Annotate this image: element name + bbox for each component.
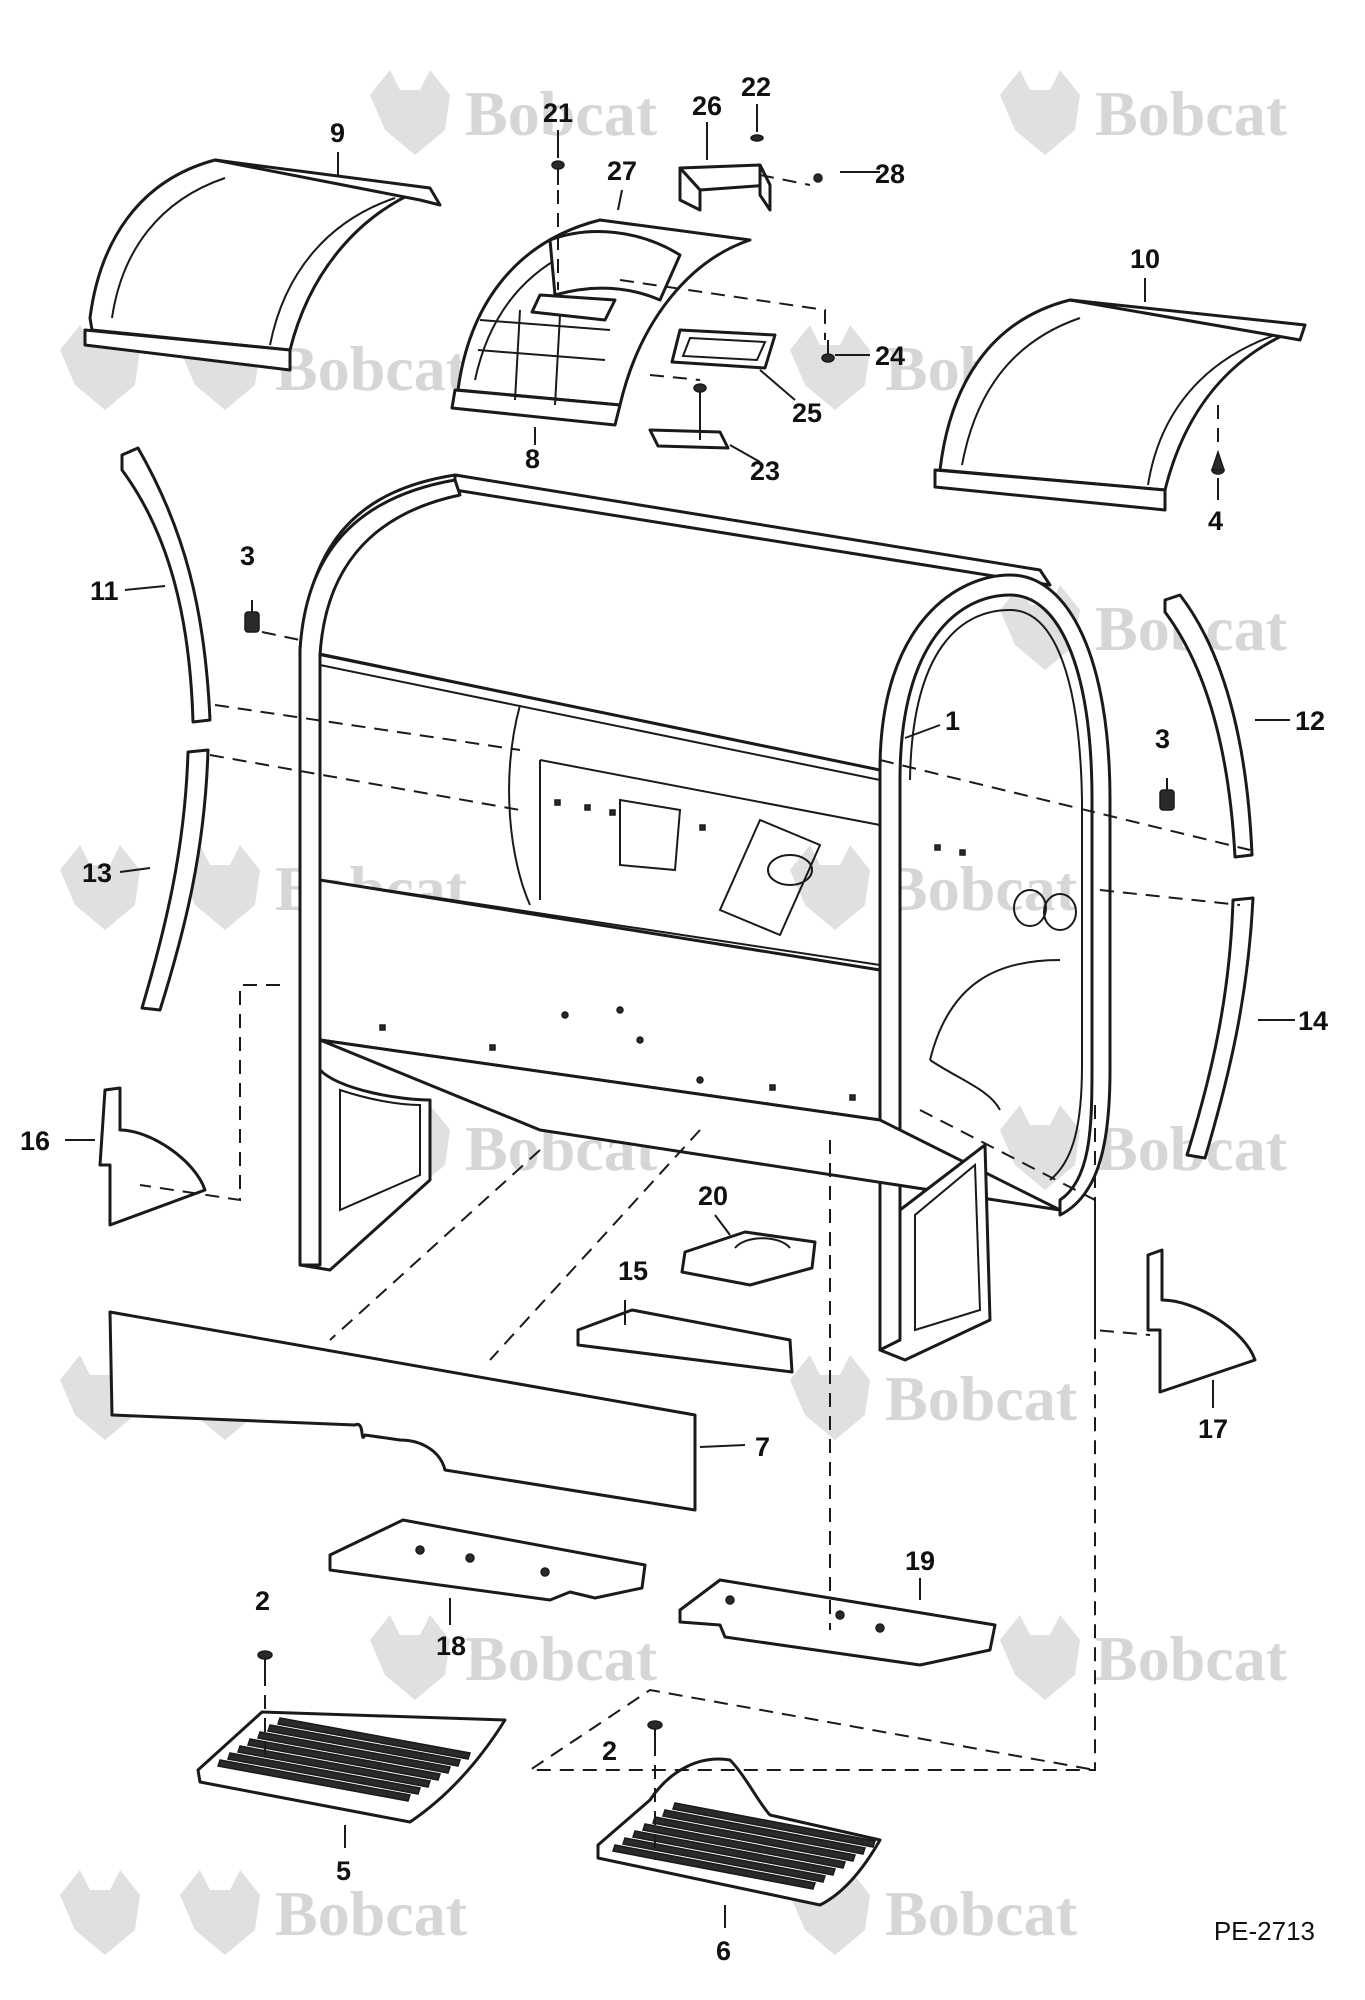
part-5-floor-mat-left [196, 1710, 507, 1824]
part-3-clip-left [244, 600, 260, 633]
part-2-screw-left [257, 1650, 273, 1672]
watermark-text: Bobcat [465, 1623, 658, 1694]
part-10-roof-panel-right [933, 298, 1307, 512]
watermark-logo-icon [60, 845, 140, 930]
part-28-pin [813, 173, 823, 183]
callout-17: 17 [1198, 1414, 1228, 1444]
callout-26: 26 [692, 91, 722, 121]
callout-3: 3 [1155, 724, 1170, 754]
part-25-gasket [670, 328, 777, 370]
callout-23: 23 [750, 456, 780, 486]
callout-4: 4 [1208, 506, 1223, 536]
watermark-text: Bobcat [885, 1878, 1078, 1949]
part-23-latch [648, 383, 730, 450]
watermark-logo-icon [60, 1870, 140, 1955]
watermark-logo-icon [180, 845, 260, 930]
mat-rib [267, 1724, 461, 1767]
part-14-trim-lower-right [1185, 896, 1255, 1160]
watermark-text: Bobcat [1095, 1623, 1288, 1694]
watermark-text: Bobcat [275, 1878, 468, 1949]
callout-2: 2 [602, 1736, 617, 1766]
part-20-plate [680, 1230, 817, 1287]
watermark-text: Bobcat [1095, 78, 1288, 149]
mat-rib [247, 1738, 441, 1781]
part-18-floor-plate [328, 1518, 647, 1602]
assembly-dashed-lines [139, 174, 1251, 1860]
callout-6: 6 [716, 1936, 731, 1966]
mat-rib [662, 1809, 866, 1855]
callout-19: 19 [905, 1546, 935, 1576]
mat-rib [632, 1830, 836, 1876]
mat-rib [642, 1823, 846, 1869]
part-8-roof-panel-center [450, 218, 752, 427]
part-24-rivet [821, 340, 835, 363]
callout-9: 9 [330, 118, 345, 148]
callout-16: 16 [20, 1126, 50, 1156]
callout-28: 28 [875, 159, 905, 189]
leader-lines [65, 104, 1295, 1928]
callout-13: 13 [82, 858, 112, 888]
mat-rib [622, 1837, 826, 1883]
callout-27: 27 [607, 156, 637, 186]
part-9-roof-panel-left [83, 158, 442, 372]
callout-15: 15 [618, 1256, 648, 1286]
drawing-code: PE-2713 [1213, 1916, 1315, 1946]
part-6-floor-mat-right [596, 1757, 882, 1907]
part-19-floor-plate [678, 1578, 997, 1667]
mat-rib [237, 1745, 431, 1788]
watermark-logo-icon [1000, 1105, 1080, 1190]
mat-rib [652, 1816, 856, 1862]
callout-25: 25 [792, 398, 822, 428]
part-15-floor-strip [576, 1308, 794, 1374]
watermark-logo-icon [370, 70, 450, 155]
part-3-clip-right [1159, 778, 1175, 811]
part-16-side-panel-left [98, 1086, 207, 1227]
callout-3: 3 [240, 541, 255, 571]
mat-rib [257, 1731, 451, 1774]
callout-8: 8 [525, 444, 540, 474]
watermark-logo-icon [1000, 70, 1080, 155]
part-12-trim-upper-right [1163, 593, 1254, 859]
part-13-trim-lower-left [140, 748, 210, 1012]
mat-rib [217, 1759, 411, 1802]
watermark-logo-icon [370, 1615, 450, 1700]
watermark-text: Bobcat [275, 333, 468, 404]
mat-rib [672, 1802, 876, 1848]
watermark-text: Bobcat [885, 853, 1078, 924]
callout-20: 20 [698, 1181, 728, 1211]
mat-rib [277, 1717, 471, 1760]
part-2-screw-right [647, 1720, 663, 1742]
callout-24: 24 [875, 341, 905, 371]
callout-21: 21 [543, 98, 573, 128]
part-22-nut [750, 134, 764, 142]
part-7-front-lower-panel [108, 1310, 697, 1512]
watermark-logo-icon [1000, 1615, 1080, 1700]
part-17-side-panel-right [1146, 1248, 1257, 1394]
mat-rib [612, 1844, 816, 1890]
part-21-screw [551, 160, 565, 185]
part-26-bracket [678, 163, 772, 212]
callout-10: 10 [1130, 244, 1160, 274]
watermark-logo-icon [180, 1870, 260, 1955]
callout-12: 12 [1295, 706, 1325, 736]
callout-5: 5 [336, 1856, 351, 1886]
part-4-rivet [1210, 449, 1226, 475]
watermark-logo-icon [790, 325, 870, 410]
watermark-text: Bobcat [465, 78, 658, 149]
watermark-text: Bobcat [885, 1363, 1078, 1434]
callout-22: 22 [741, 72, 771, 102]
callout-7: 7 [755, 1432, 770, 1462]
part-11-trim-upper-left [120, 446, 212, 724]
callout-14: 14 [1298, 1006, 1328, 1036]
callout-18: 18 [436, 1631, 466, 1661]
mat-rib [227, 1752, 421, 1795]
callout-1: 1 [945, 706, 960, 736]
callout-2: 2 [255, 1586, 270, 1616]
part-1-cab-frame [298, 473, 1112, 1362]
callout-labels: 1 2 2 3 3 4 5 6 7 8 9 10 11 12 13 14 15 … [20, 72, 1328, 1966]
callout-11: 11 [90, 576, 119, 606]
